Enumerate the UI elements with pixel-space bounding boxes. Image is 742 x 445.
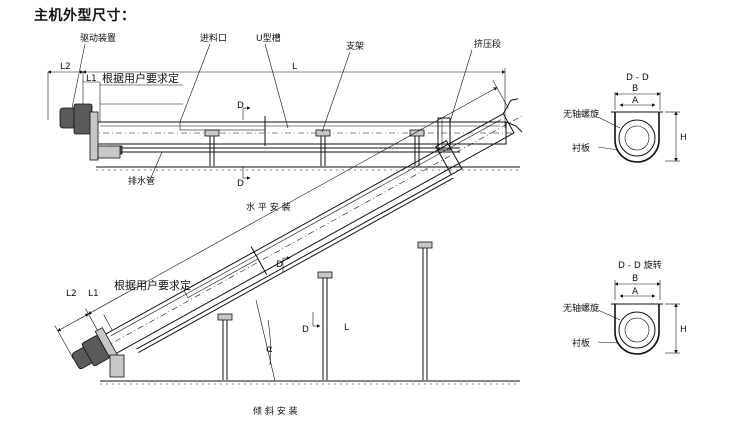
cross-section-top: [597, 92, 680, 163]
label-inlet: 进料口: [200, 32, 227, 44]
section-mark-d-inclined-bottom: D: [302, 325, 309, 335]
section-mark-d-inclined-top: D: [276, 260, 283, 270]
dim-l1-horizontal: L1: [86, 74, 97, 84]
dim-l2-inclined: L2: [66, 289, 77, 299]
page-heading: 主机外型尺寸：: [34, 8, 136, 24]
section-bottom-title: D - D 旋转: [618, 259, 662, 271]
section-bottom-shaftless-spiral: 无轴螺旋: [563, 302, 599, 314]
section-bottom-dim-b: B: [632, 274, 638, 284]
dim-l1-inclined: L1: [88, 289, 99, 299]
label-press-section: 挤压段: [474, 38, 501, 50]
section-mark-d-bottom: D: [237, 179, 244, 189]
section-top-dim-h: H: [680, 133, 687, 143]
label-drain-pipe: 排水管: [128, 175, 155, 187]
caption-inclined: 倾 斜 安 装: [253, 405, 298, 417]
angle-alpha: α: [266, 344, 273, 355]
section-bottom-dim-h: H: [680, 325, 687, 335]
label-support: 支架: [346, 40, 364, 52]
caption-horizontal: 水 平 安 装: [246, 201, 291, 213]
dim-l2-horizontal: L2: [60, 62, 71, 72]
section-top-liner: 衬板: [572, 142, 590, 154]
dim-l-inclined: L: [344, 323, 349, 333]
label-drive-unit: 驱动装置: [80, 32, 116, 44]
label-user-defined-horizontal: 根据用户要求定: [102, 71, 179, 85]
section-bottom-dim-a: A: [632, 287, 639, 297]
section-bottom-liner: 衬板: [572, 337, 590, 349]
section-top-shaftless-spiral: 无轴螺旋: [563, 108, 599, 120]
label-u-trough: U型槽: [256, 32, 281, 44]
section-top-dim-a: A: [632, 96, 639, 106]
horizontal-conveyor-view: [47, 43, 523, 181]
section-mark-d-top: D: [237, 101, 244, 111]
inclined-conveyor-view: [54, 80, 522, 385]
section-top-title: D - D: [626, 73, 649, 83]
dim-l-horizontal: L: [292, 62, 297, 72]
cross-section-bottom: [597, 280, 680, 355]
label-user-defined-inclined: 根据用户要求定: [114, 278, 191, 292]
section-top-dim-b: B: [632, 84, 638, 94]
